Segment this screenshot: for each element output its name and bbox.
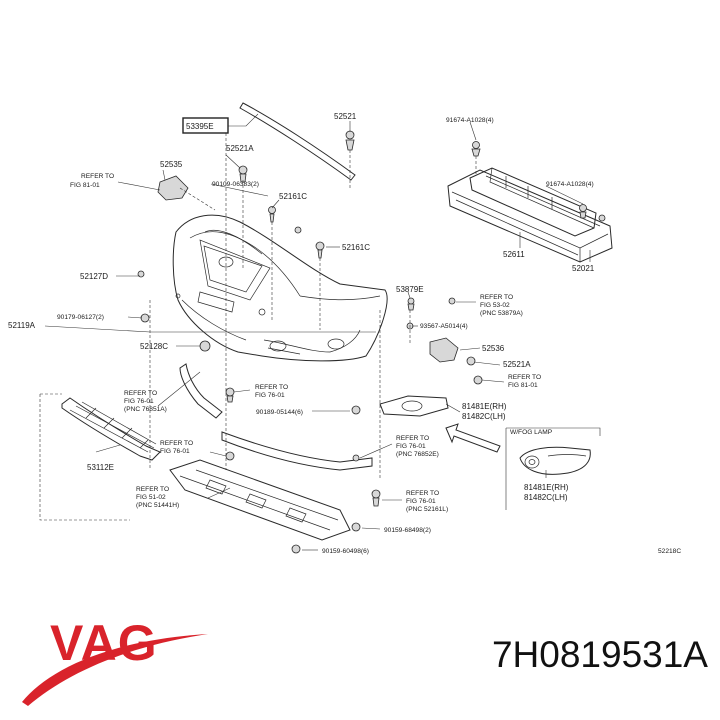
callout-52535: 52535	[160, 160, 183, 169]
ref-9-line-2: FIG 76-01	[406, 498, 436, 505]
callout-w-fog-lamp: W/FOG LAMP	[510, 429, 553, 436]
part-number: 7H0819531A	[491, 634, 708, 675]
fog-lamp-cover	[379, 395, 449, 417]
callout-81481e-b: 81481E(RH)	[524, 483, 569, 492]
lower-spoiler-strip	[179, 363, 223, 419]
fasteners	[137, 130, 606, 554]
callout-53395e: 53395E	[186, 122, 214, 131]
side-bracket-52536	[429, 337, 459, 363]
ref-7-line-1: REFER TO	[160, 440, 193, 447]
callout-91674-a1028-a: 91674-A1028(4)	[446, 117, 494, 124]
lower-grille	[61, 397, 161, 461]
reference-notes: REFER TO FIG 81-01 REFER TO FIG 53-02 (P…	[70, 173, 541, 513]
engine-undercover	[169, 459, 351, 541]
callout-90159-68498-a: 90159-68498(2)	[384, 527, 431, 534]
callout-81482c-a: 81482C(LH)	[462, 412, 506, 421]
ref-3-line-1: REFER TO	[508, 374, 541, 381]
ref-2-line-2: FIG 53-02	[480, 302, 510, 309]
callout-52021: 52021	[572, 264, 595, 273]
ref-8-line-2: FIG 51-02	[136, 494, 166, 501]
fog-lamp-inset	[505, 427, 601, 510]
callout-52161c-b: 52161C	[342, 243, 370, 252]
ref-2-line-3: (PNC 53879A)	[480, 310, 523, 317]
ref-8-line-3: (PNC 51441H)	[136, 502, 179, 509]
callout-labels: 53395E 52521 52521A 52535 90109-06383(2)…	[8, 112, 681, 555]
callout-52611: 52611	[503, 250, 525, 259]
ref-4-line-3: (PNC 76851A)	[124, 406, 167, 413]
ref-4-line-1: REFER TO	[124, 390, 157, 397]
highlight-box-53395e	[182, 117, 229, 134]
ref-2-line-1: REFER TO	[480, 294, 513, 301]
ref-6-line-1: REFER TO	[396, 435, 429, 442]
ref-9-line-1: REFER TO	[406, 490, 439, 497]
callout-52521a-b: 52521A	[503, 360, 531, 369]
callout-52128c: 52128C	[140, 342, 168, 351]
ref-5-line-2: FIG 76-01	[255, 392, 285, 399]
callout-81482c-b: 81482C(LH)	[524, 493, 568, 502]
diagram-code: 52218C	[658, 548, 681, 555]
ref-5-line-1: REFER TO	[255, 384, 288, 391]
ref-4-line-2: FIG 76-01	[124, 398, 154, 405]
callout-52521: 52521	[334, 112, 357, 121]
callout-90189-05144: 90189-05144(6)	[256, 409, 303, 416]
ref-6-line-2: FIG 76-01	[396, 443, 426, 450]
ref-9-line-3: (PNC 52161L)	[406, 506, 448, 513]
callout-90109-06383: 90109-06383(2)	[212, 181, 259, 188]
brand-logo-text: VAG	[50, 615, 158, 671]
ref-3-line-2: FIG 81-01	[508, 382, 538, 389]
callout-53879e: 53879E	[396, 285, 424, 294]
callout-52161c-a: 52161C	[279, 192, 307, 201]
ref-8-line-1: REFER TO	[136, 486, 169, 493]
callout-90159-60498-b: 90159-60498(6)	[322, 548, 369, 555]
callout-52536: 52536	[482, 344, 505, 353]
callout-52127d: 52127D	[80, 272, 108, 281]
callout-53112e: 53112E	[87, 463, 114, 472]
callout-93567-a5014: 93567-A5014(4)	[420, 323, 468, 330]
fog-lamp-arrow	[445, 423, 501, 453]
ref-7-line-2: FIG 76-01	[160, 448, 190, 455]
lower-moulding	[221, 431, 373, 471]
assembly-dashed-lines	[39, 133, 477, 521]
bumper-retainer-strip	[239, 102, 356, 181]
energy-absorber	[469, 167, 597, 237]
leader-lines	[44, 113, 591, 551]
ref-1-line-1: REFER TO	[81, 173, 114, 180]
front-bumper-cover	[172, 214, 388, 362]
callout-90179-06127: 90179-06127(2)	[57, 314, 104, 321]
side-bracket-52535	[157, 175, 189, 201]
callout-81481e-a: 81481E(RH)	[462, 402, 507, 411]
ref-1-line-2: FIG 81-01	[70, 182, 100, 189]
ref-6-line-3: (PNC 76852E)	[396, 451, 439, 458]
callout-91674-a1028-b: 91674-A1028(4)	[546, 181, 594, 188]
callout-52119a: 52119A	[8, 321, 36, 330]
callout-52521a: 52521A	[226, 144, 254, 153]
